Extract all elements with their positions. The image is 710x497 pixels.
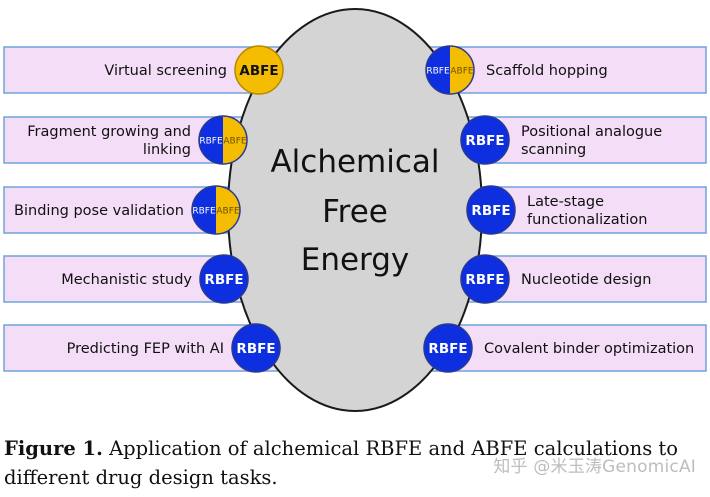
task-label-line: linking [143, 142, 191, 158]
badge-rbfe-label: RBFE [426, 67, 450, 77]
badge-label: RBFE [471, 203, 510, 219]
badge-circle [460, 254, 510, 304]
badge-circle [231, 323, 281, 373]
badge-abfe-label: ABFE [216, 207, 240, 217]
abfe-half [216, 186, 240, 234]
badge-circle [460, 115, 510, 165]
rbfe-badge: RBFE [460, 115, 510, 165]
task-label-line: Binding pose validation [14, 203, 184, 219]
task-label-line: Scaffold hopping [486, 63, 608, 79]
badge-label: RBFE [236, 341, 275, 357]
task-label-line: Nucleotide design [521, 272, 651, 288]
badge-abfe-label: ABFE [450, 67, 474, 77]
rbfe-badge: RBFE [423, 323, 473, 373]
badge-label: RBFE [204, 272, 243, 288]
rbfe-half [199, 116, 223, 164]
badge-outline [198, 115, 248, 165]
rbfe-half [426, 46, 450, 94]
badge-circle [423, 323, 473, 373]
task-label-line: scanning [521, 142, 586, 158]
badge-outline [425, 45, 475, 95]
watermark: 知乎 @米玉涛GenomicAI [493, 457, 696, 477]
rbfe-half [192, 186, 216, 234]
badge-rbfe-label: RBFE [199, 137, 223, 147]
task-label-line: Virtual screening [104, 63, 227, 79]
center-title-line: Free [322, 194, 388, 230]
center-title-line: Alchemical [270, 144, 439, 180]
rbfe-badge: RBFE [460, 254, 510, 304]
task-label-line: Late-stage [527, 194, 604, 210]
task-label-line: functionalization [527, 212, 647, 228]
rbfe-badge: RBFE [231, 323, 281, 373]
task-label-line: Covalent binder optimization [484, 341, 694, 357]
badge-abfe-label: ABFE [223, 137, 247, 147]
rbfe-badge: RBFE [466, 185, 516, 235]
rbfe-badge: RBFE [199, 254, 249, 304]
badge-label: RBFE [465, 133, 504, 149]
abfe-half [450, 46, 474, 94]
badge-label: ABFE [239, 63, 278, 79]
caption-label: Figure 1. [4, 437, 103, 460]
abfe-badge: ABFE [234, 45, 284, 95]
badge-label: RBFE [465, 272, 504, 288]
badge-circle [234, 45, 284, 95]
task-label-line: Predicting FEP with AI [67, 341, 224, 357]
caption-text: Application of alchemical RBFE and ABFE … [4, 437, 678, 489]
center-title-line: Energy [301, 242, 410, 278]
task-label-line: Positional analogue [521, 124, 662, 140]
figure-caption: Figure 1. Application of alchemical RBFE… [4, 434, 708, 492]
badge-rbfe-label: RBFE [192, 207, 216, 217]
badge-circle [466, 185, 516, 235]
badge-outline [191, 185, 241, 235]
abfe-half [223, 116, 247, 164]
badge-label: RBFE [428, 341, 467, 357]
task-label-line: Mechanistic study [61, 272, 192, 288]
task-label-line: Fragment growing and [27, 124, 191, 140]
badge-circle [199, 254, 249, 304]
